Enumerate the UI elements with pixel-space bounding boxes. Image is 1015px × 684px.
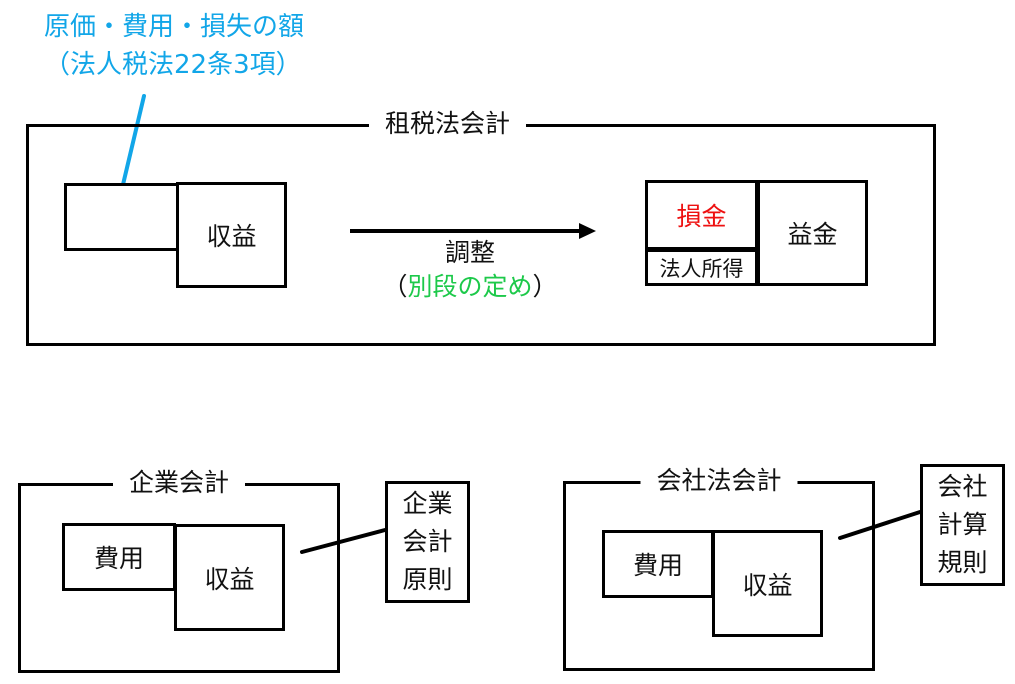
- company-law-revenue-box: 収益: [712, 530, 823, 637]
- tax-blank-box: [64, 183, 179, 251]
- arrow-caption-paren-close: ）: [532, 272, 558, 301]
- corporate-expense-box: 費用: [62, 523, 176, 591]
- corporate-revenue-box: 収益: [174, 524, 285, 631]
- group-tax-accounting-title: 租税法会計: [369, 107, 527, 141]
- group-company-law-accounting: 会社法会計: [563, 464, 875, 671]
- group-corporate-accounting-title: 企業会計: [112, 466, 246, 500]
- annotation-text: 原価・費用・損失の額 （法人税法22条3項）: [44, 8, 304, 84]
- tax-corporate-income-box: 法人所得: [645, 249, 758, 286]
- annotation-line-2: （法人税法22条3項）: [44, 50, 302, 80]
- company-calculation-rules-line-1: 会社: [937, 472, 988, 501]
- annotation-line-1: 原価・費用・損失の額: [44, 12, 305, 42]
- corporate-principles-line-2: 会計: [402, 527, 453, 556]
- company-law-expense-box: 費用: [602, 530, 714, 598]
- arrow-caption-special-rule: 別段の定め: [407, 272, 533, 301]
- company-calculation-rules-line-2: 計算: [937, 510, 988, 539]
- arrow-caption: 調整 （別段の定め）: [350, 236, 590, 304]
- company-calculation-rules-line-3: 規則: [937, 548, 988, 577]
- group-company-law-accounting-title: 会社法会計: [640, 464, 798, 498]
- group-tax-accounting: 租税法会計: [26, 107, 936, 346]
- tax-loss-label: 損金: [676, 202, 727, 231]
- tax-gain-box: 益金: [757, 180, 868, 286]
- tax-revenue-box: 収益: [176, 182, 287, 288]
- group-corporate-accounting: 企業会計: [18, 466, 340, 673]
- arrow-caption-paren-open: （: [382, 272, 408, 301]
- tax-loss-box: 損金: [645, 180, 758, 250]
- corporate-principles-line-3: 原則: [402, 565, 453, 594]
- arrow-caption-main: 調整: [444, 238, 495, 267]
- corporate-principles-line-1: 企業: [402, 489, 453, 518]
- company-calculation-rules-box: 会社 計算 規則: [920, 464, 1005, 586]
- arrow-caption-sub: （別段の定め）: [350, 270, 590, 304]
- corporate-principles-box: 企業 会計 原則: [385, 481, 470, 603]
